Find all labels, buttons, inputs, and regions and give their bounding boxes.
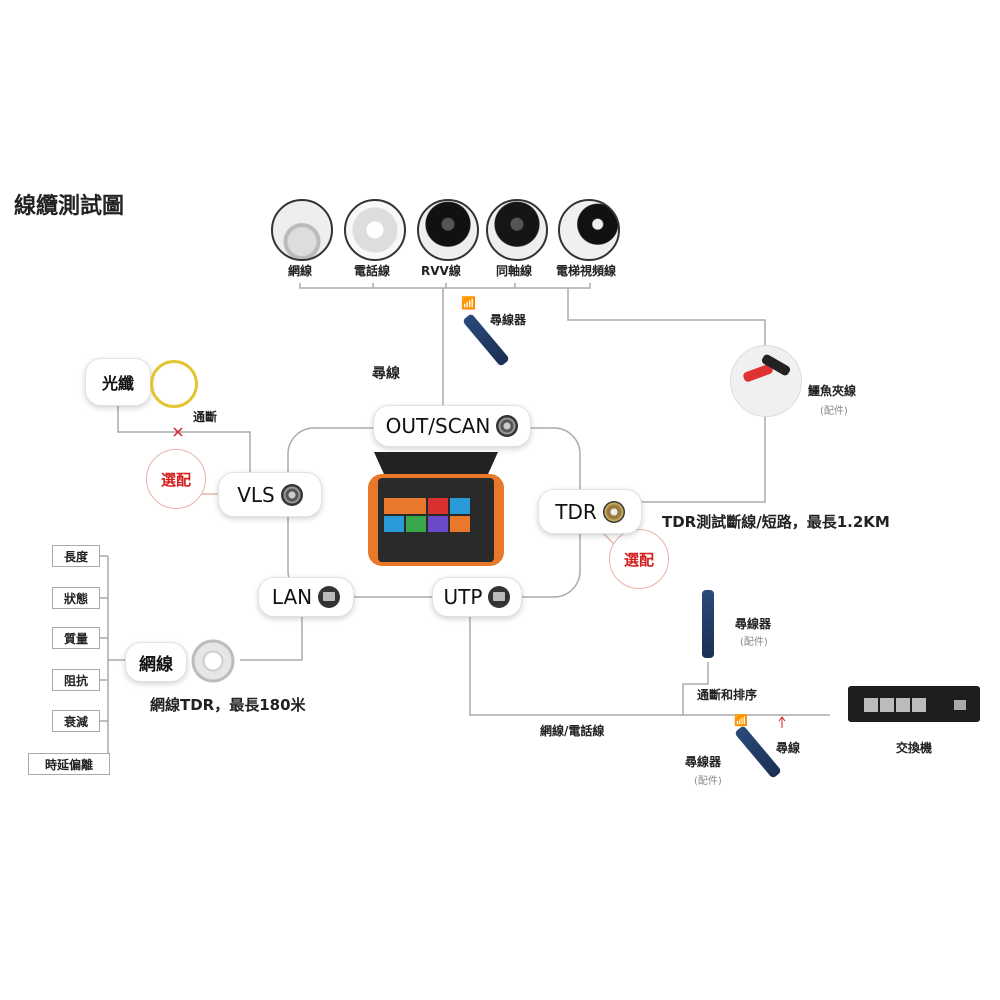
port-label: LAN [271,585,313,609]
cable-image-phone [344,199,406,261]
page-title: 線纜測試圖 [14,194,125,219]
tracer3-label: 尋線器 [685,755,722,769]
cable-image-network [271,199,333,261]
cable-label: 網線 [288,264,313,278]
port-label: TDR [555,499,597,524]
port-utp: UTP [432,577,522,617]
utp-line-label: 網線/電話線 [540,724,605,738]
continuity-label: 通斷 [193,410,218,424]
metric-impedance: 阻抗 [52,669,100,691]
network-cable-label: 網線 [139,654,173,675]
tracer-label: 尋線器 [490,313,527,327]
wifi-icon: 📶 [734,714,748,727]
up-arrow-icon [778,716,786,728]
tracer2-label: 尋線器 [735,617,772,631]
port-label: OUT/SCAN [385,414,491,438]
switch-label: 交換機 [896,741,933,755]
wifi-icon: 📶 [461,296,476,310]
tracer2-sub: (配件) [740,637,768,648]
tracer3-trace-label: 尋線 [776,741,801,755]
port-tdr: TDR [538,489,642,534]
fiber-label: 光纖 [101,374,134,393]
alligator-clip-image [730,345,802,417]
fiber-box: 光纖 [85,358,151,406]
port-lan: LAN [258,577,354,617]
tester-device-image [368,452,504,568]
fiber-image [150,360,198,408]
metric-status: 狀態 [52,587,100,609]
rj45-port-icon [488,586,511,608]
port-out-scan: OUT/SCAN [373,405,531,447]
fiber-port-icon [280,483,303,506]
metric-delay-skew: 時延偏離 [28,753,110,775]
tracer-image [702,590,714,658]
cable-label: 電話線 [354,264,391,278]
bnc-port-icon [602,500,625,523]
bnc-port-icon [496,415,519,437]
network-tdr-note: 網線TDR，最長180米 [150,696,306,714]
port-label: UTP [443,585,483,609]
cable-image-coax [486,199,548,261]
metric-quality: 質量 [52,627,100,649]
optional-badge-vls: 選配 [146,449,206,509]
break-x-icon [173,427,183,437]
cable-label: 電梯視頻線 [556,264,617,278]
cable-label: 同軸線 [496,264,533,278]
continuity-order-label: 通斷和排序 [697,688,758,702]
port-vls: VLS [218,472,322,517]
port-label: VLS [237,482,275,507]
rj45-port-icon [318,586,341,608]
cable-image-elevator [558,199,620,261]
clip-sub: (配件) [820,406,848,417]
tracer3-sub: (配件) [694,776,722,787]
clip-label: 鱷魚夾線 [808,384,857,398]
optional-badge-tdr: 選配 [609,529,669,589]
network-cable-image [190,638,236,684]
network-cable-box: 網線 [125,642,187,682]
metric-attenuation: 衰減 [52,710,100,732]
metric-length: 長度 [52,545,100,567]
tdr-note: TDR測試斷線/短路，最長1.2KM [662,513,890,531]
network-switch-image [848,686,980,722]
trace-label: 尋線 [372,366,400,382]
cable-label: RVV線 [421,264,461,278]
cable-image-rvv [417,199,479,261]
